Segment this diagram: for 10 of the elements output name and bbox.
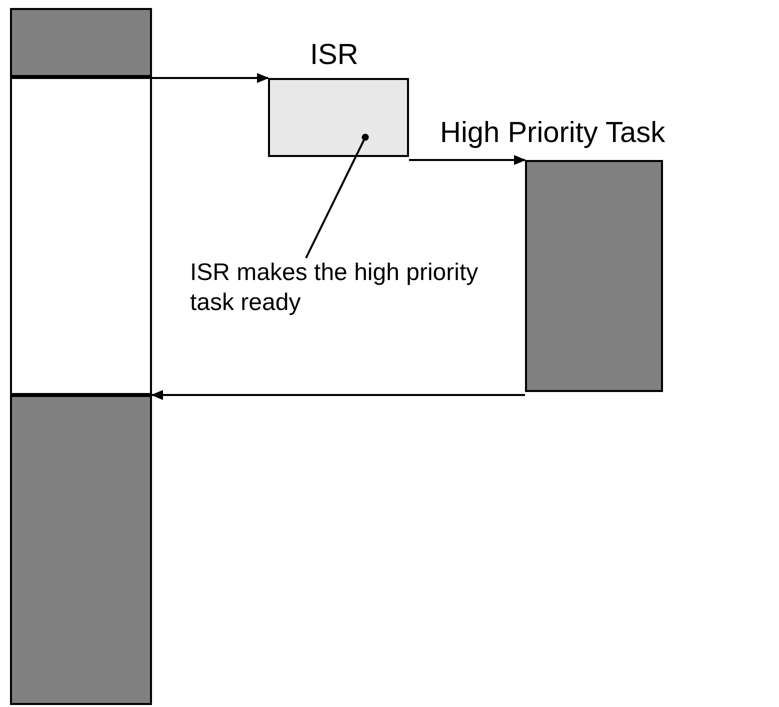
note-text: ISR makes the high priority task ready [190, 258, 480, 318]
task-label: ISR [310, 38, 358, 72]
leader-line [305, 134, 369, 258]
timeline-bar [10, 8, 152, 77]
task-label: High Priority Task [440, 116, 666, 150]
arrow [151, 390, 525, 400]
arrow [152, 73, 269, 83]
arrow [409, 155, 526, 165]
timeline-bar [10, 77, 152, 395]
timeline-bar [10, 395, 152, 705]
